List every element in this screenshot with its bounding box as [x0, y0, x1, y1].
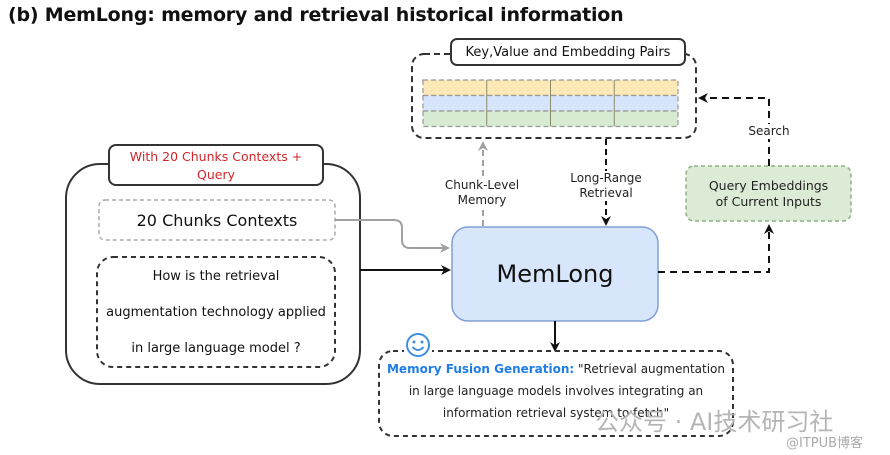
query-box [96, 256, 336, 368]
chunks-to-memlong-arrow [335, 219, 450, 253]
chunk-level-memory-label: Chunk-Level Memory [440, 178, 524, 208]
search-arrow [698, 93, 770, 166]
figure-title: (b) MemLong: memory and retrieval histor… [8, 4, 624, 26]
input-group-title: With 20 Chunks Contexts + Query [108, 144, 324, 186]
chunk-level-memory-line1: Chunk-Level [444, 178, 520, 192]
search-label: Search [740, 124, 798, 139]
long-range-line2: Retrieval [579, 186, 633, 200]
input-group-title-line1: With 20 Chunks Contexts + [129, 149, 303, 164]
query-line: in large language model ? [131, 341, 301, 356]
query-line: How is the retrieval [152, 269, 280, 284]
query-embeddings-label: Query Embeddings of Current Inputs [686, 166, 851, 221]
query-embeddings-line2: of Current Inputs [715, 193, 822, 209]
memory-fusion-generation-label: Memory Fusion Generation: [386, 362, 575, 376]
memlong-label: MemLong [496, 260, 614, 288]
long-range-retrieval-label: Long-Range Retrieval [566, 171, 646, 201]
output-text: Memory Fusion Generation: "Retrieval aug… [380, 352, 732, 436]
output-text-line2: in large language models involves integr… [408, 384, 704, 398]
chunks-contexts-label: 20 Chunks Contexts [136, 211, 298, 230]
output-box [378, 350, 734, 437]
watermark-subtext: @ITPUB博客 [786, 436, 864, 451]
long-range-line1: Long-Range [570, 171, 642, 185]
output-text-line3: information retrieval system to fetch" [442, 406, 670, 420]
smiley-icon [404, 331, 432, 359]
output-text-line1: "Retrieval augmentation [574, 362, 725, 376]
query-embeddings-box [685, 165, 852, 222]
query-text: How is the retrieval augmentation techno… [98, 258, 334, 367]
watermark-text: 公众号 · AI技术研习社 [595, 408, 834, 436]
memory-store-title: Key,Value and Embedding Pairs [450, 38, 686, 66]
output-line1: Memory Fusion Generation: "Retrieval aug… [380, 358, 732, 380]
chunk-level-memory-line2: Memory [457, 193, 507, 207]
query-line: augmentation technology applied [106, 305, 326, 320]
input-group-title-line2: Query [197, 167, 235, 182]
query-embeddings-line1: Query Embeddings [708, 177, 829, 193]
kv-embedding-table [422, 79, 679, 128]
memlong-to-query-embeddings-arrow [658, 224, 774, 273]
